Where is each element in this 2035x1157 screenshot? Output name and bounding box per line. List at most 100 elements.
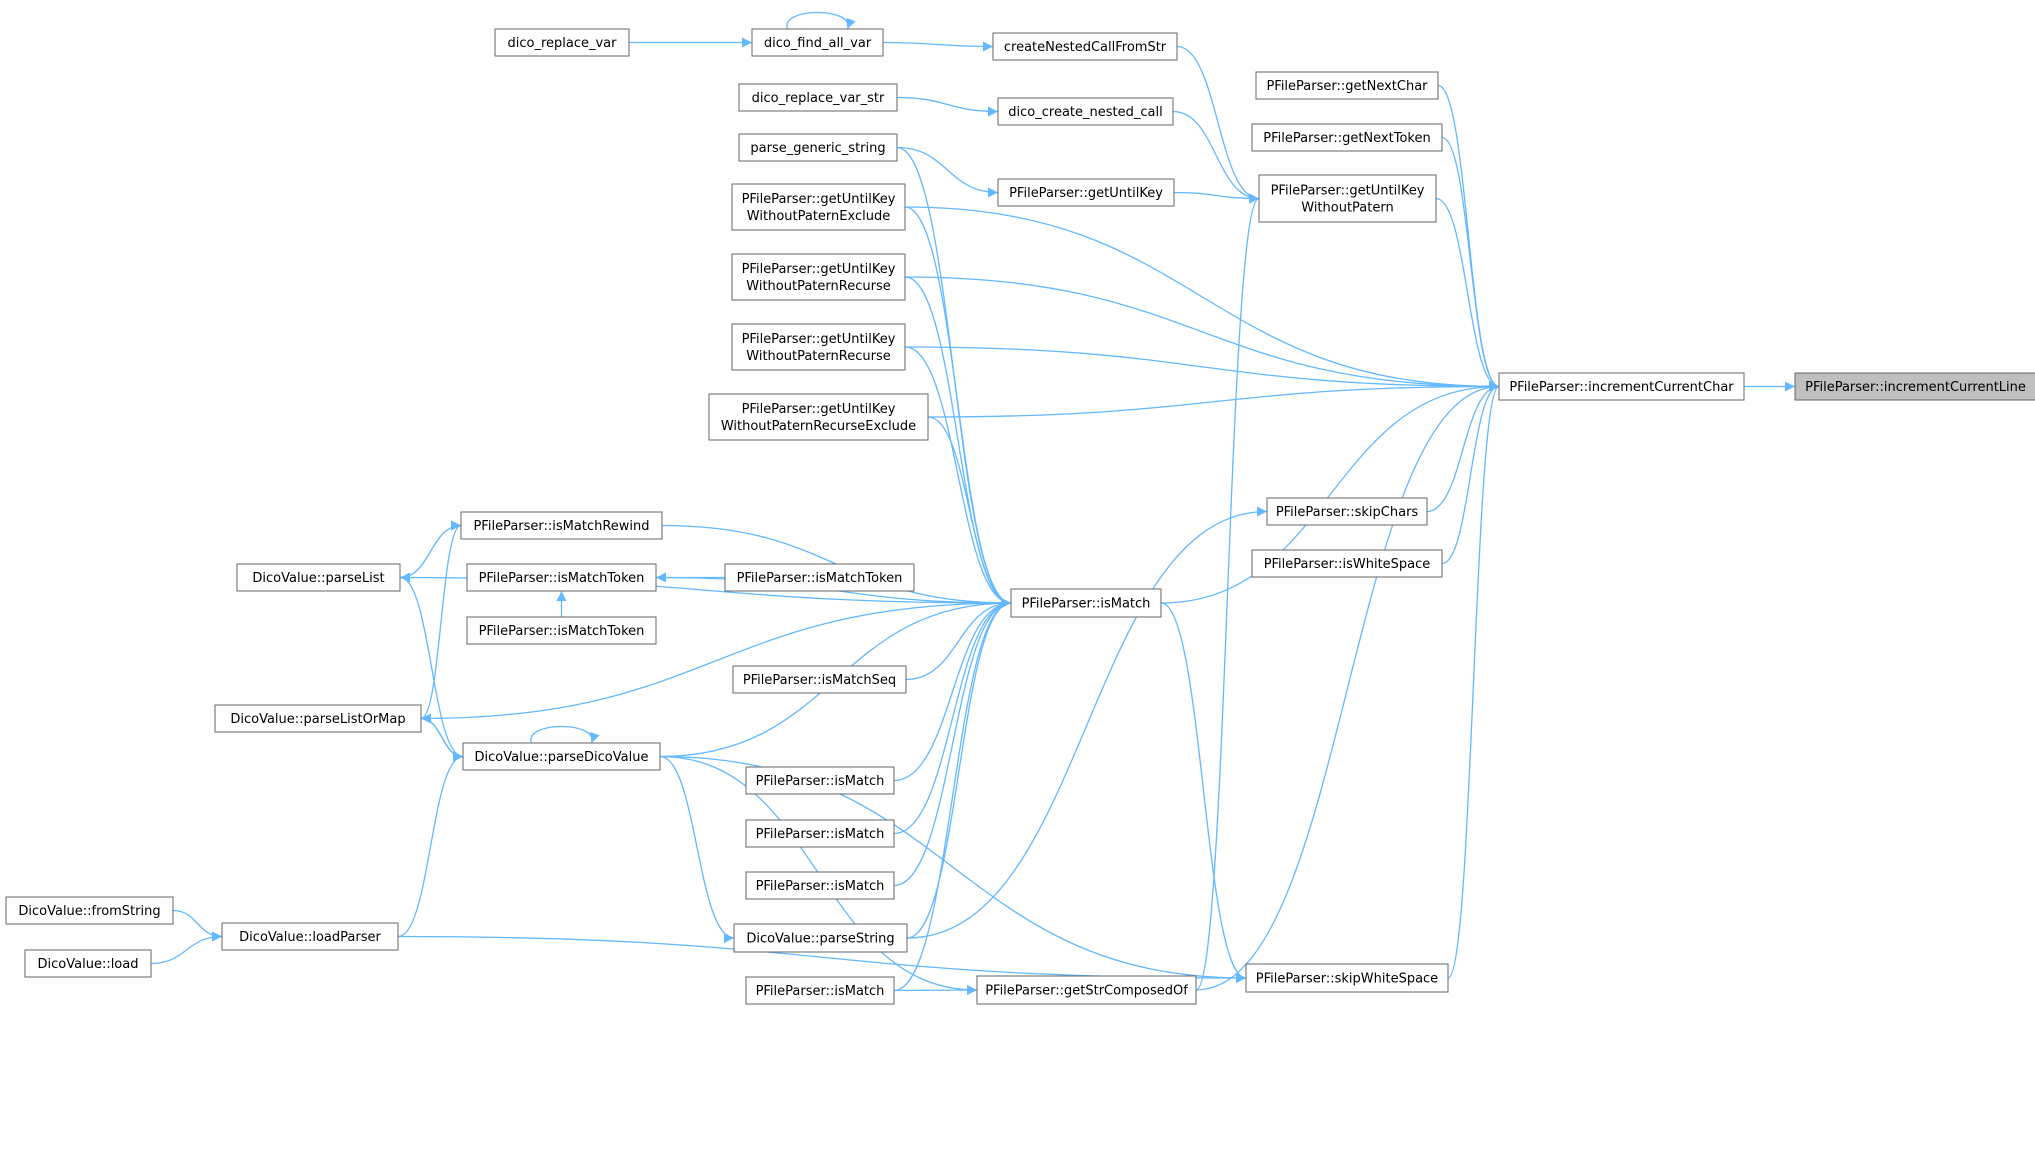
node-box (731, 253, 906, 301)
edge-pdv-to-pstr (659, 755, 735, 943)
edge-gukwp-to-icc (1435, 197, 1500, 392)
node-pfileparser-ismatchtoken[interactable]: PFileParser::isMatchToken (466, 616, 657, 645)
node-label: dico_replace_var_str (752, 91, 885, 106)
edge-dfav-to-dfav (786, 11, 856, 30)
node-label: WithoutPaternRecurseExclude (721, 419, 916, 434)
node-pfileparser-ismatch[interactable]: PFileParser::isMatch (1010, 588, 1162, 618)
node-box (733, 923, 908, 953)
node-pfileparser-incrementcurrentchar[interactable]: PFileParser::incrementCurrentChar (1498, 372, 1745, 401)
node-pfileparser-getuntilkey-withoutpaternrecurse[interactable]: PFileParser::getUntilKeyWithoutPaternRec… (731, 323, 906, 371)
node-dicovalue-load[interactable]: DicoValue::load (24, 949, 152, 978)
node-box (1255, 71, 1439, 100)
node-label: WithoutPaternExclude (747, 209, 890, 224)
node-label: DicoValue::parseDicoValue (475, 750, 649, 765)
node-box (1245, 963, 1449, 993)
node-box (1266, 497, 1428, 526)
node-label: PFileParser::getUntilKey (1271, 184, 1425, 199)
node-pfileparser-iswhitespace[interactable]: PFileParser::isWhiteSpace (1251, 549, 1443, 578)
edge-plom-to-ism (420, 598, 1012, 720)
edge-dcnc-to-gukwp (1172, 110, 1260, 204)
node-label: PFileParser::isMatchRewind (473, 519, 649, 534)
node-dicovalue-parsedicovalue[interactable]: DicoValue::parseDicoValue (462, 742, 661, 771)
node-pfileparser-getuntilkey-withoutpaternrecurseexclude[interactable]: PFileParser::getUntilKeyWithoutPaternRec… (708, 393, 929, 441)
node-pfileparser-skipchars[interactable]: PFileParser::skipChars (1266, 497, 1428, 526)
edge-cncfs-to-gukwp (1176, 45, 1260, 204)
node-box (1251, 549, 1443, 578)
node-pfileparser-ismatchseq[interactable]: PFileParser::isMatchSeq (732, 665, 907, 694)
node-label: PFileParser::isMatch (1022, 597, 1151, 612)
node-label: PFileParser::getUntilKey (742, 262, 896, 277)
node-dicovalue-parselistormap[interactable]: DicoValue::parseListOrMap (214, 704, 422, 733)
node-pfileparser-getnexttoken[interactable]: PFileParser::getNextToken (1251, 123, 1443, 152)
node-label: PFileParser::incrementCurrentChar (1509, 380, 1734, 395)
node-dicovalue-fromstring[interactable]: DicoValue::fromString (5, 896, 174, 925)
edge-plist-to-ismr (399, 520, 462, 579)
node-box (724, 563, 915, 592)
node-box (494, 28, 630, 57)
node-box (738, 83, 898, 112)
node-pfileparser-ismatchtoken[interactable]: PFileParser::isMatchToken (724, 563, 915, 592)
node-pfileparser-incrementcurrentline[interactable]: PFileParser::incrementCurrentLine (1794, 372, 2035, 401)
node-pfileparser-getuntilkey-withoutpaternrecurse[interactable]: PFileParser::getUntilKeyWithoutPaternRec… (731, 253, 906, 301)
node-parse-generic-string[interactable]: parse_generic_string (738, 133, 898, 162)
node-box (1794, 372, 2035, 401)
node-pfileparser-ismatch[interactable]: PFileParser::isMatch (745, 976, 895, 1005)
node-pfileparser-ismatch[interactable]: PFileParser::isMatch (745, 766, 895, 795)
node-label: PFileParser::getUntilKey (742, 402, 896, 417)
node-label: PFileParser::getUntilKey (1009, 186, 1163, 201)
node-pfileparser-ismatchtoken[interactable]: PFileParser::isMatchToken (466, 563, 657, 592)
node-label: parse_generic_string (750, 141, 885, 156)
node-box (976, 975, 1197, 1005)
node-pfileparser-getstrcomposedof[interactable]: PFileParser::getStrComposedOf (976, 975, 1197, 1005)
node-box (236, 563, 401, 592)
edge-pstr-to-skc (906, 506, 1268, 939)
node-pfileparser-getuntilkey[interactable]: PFileParser::getUntilKey (997, 178, 1175, 207)
node-box (731, 323, 906, 371)
node-box (992, 32, 1178, 61)
node-box (466, 563, 657, 592)
node-label: WithoutPaternRecurse (746, 349, 890, 364)
node-dicovalue-parselist[interactable]: DicoValue::parseList (236, 563, 401, 592)
node-createnestedcallfromstr[interactable]: createNestedCallFromStr (992, 32, 1178, 61)
node-box (460, 511, 663, 540)
node-label: PFileParser::incrementCurrentLine (1805, 380, 2026, 395)
edge-pdv-to-plom (420, 713, 464, 758)
edge-skws-to-icc (1447, 381, 1500, 979)
node-label: dico_create_nested_call (1008, 105, 1162, 120)
node-label: PFileParser::isMatchToken (479, 571, 645, 586)
node-label: DicoValue::parseString (746, 932, 894, 947)
node-pfileparser-ismatch[interactable]: PFileParser::isMatch (745, 819, 895, 848)
node-label: PFileParser::isMatchSeq (743, 673, 896, 688)
node-dico-find-all-var[interactable]: dico_find_all_var (751, 28, 884, 57)
node-label: PFileParser::skipChars (1276, 505, 1419, 520)
node-box (1258, 174, 1437, 223)
node-pfileparser-getuntilkey-withoutpaternexclude[interactable]: PFileParser::getUntilKeyWithoutPaternExc… (731, 183, 906, 231)
node-box (997, 97, 1174, 126)
node-label: PFileParser::isWhiteSpace (1264, 557, 1431, 572)
node-dico-replace-var[interactable]: dico_replace_var (494, 28, 630, 57)
edge-isms-to-ism (905, 598, 1012, 681)
node-pfileparser-getnextchar[interactable]: PFileParser::getNextChar (1255, 71, 1439, 100)
edge-pdv-to-plist (399, 572, 464, 758)
node-box (745, 976, 895, 1005)
edge-ism-to-skws (1160, 602, 1247, 983)
node-dicovalue-loadparser[interactable]: DicoValue::loadParser (221, 922, 399, 951)
node-label: PFileParser::isMatch (756, 774, 885, 789)
edge-ism5-to-ism (893, 598, 1012, 992)
edge-pstr-to-ism (906, 598, 1012, 939)
node-box (1498, 372, 1745, 401)
edge-skc-to-icc (1426, 381, 1500, 513)
edge-gukwpre-to-ism (927, 416, 1012, 608)
node-pfileparser-ismatch[interactable]: PFileParser::isMatch (745, 871, 895, 900)
node-pfileparser-skipwhitespace[interactable]: PFileParser::skipWhiteSpace (1245, 963, 1449, 993)
node-dicovalue-parsestring[interactable]: DicoValue::parseString (733, 923, 908, 953)
edge-gukwpr1-to-icc (904, 276, 1500, 392)
node-dico-replace-var-str[interactable]: dico_replace_var_str (738, 83, 898, 112)
node-label: PFileParser::getUntilKey (742, 192, 896, 207)
node-dico-create-nested-call[interactable]: dico_create_nested_call (997, 97, 1174, 126)
node-box (731, 183, 906, 231)
node-label: PFileParser::getUntilKey (742, 332, 896, 347)
node-pfileparser-ismatchrewind[interactable]: PFileParser::isMatchRewind (460, 511, 663, 540)
node-label: DicoValue::fromString (18, 904, 160, 919)
